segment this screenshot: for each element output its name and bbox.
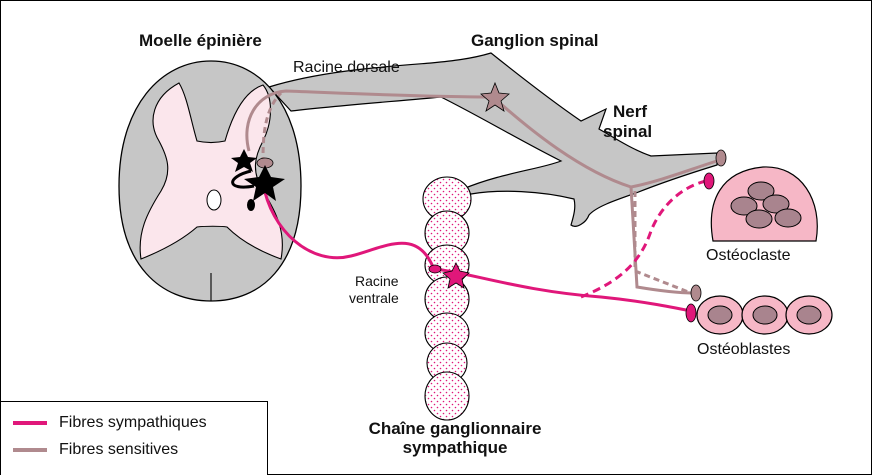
label-dorsal-root: Racine dorsale [293, 59, 400, 77]
legend-item-sensory: Fibres sensitives [13, 440, 178, 460]
label-spinal-ganglion: Ganglion spinal [471, 31, 599, 51]
legend-label-sensory: Fibres sensitives [59, 441, 178, 459]
label-spinal-cord: Moelle épinière [139, 31, 262, 51]
label-sympathetic-chain-line2: sympathique [341, 438, 569, 458]
label-nerve-line1: Nerf [613, 102, 647, 122]
osteoblast-cells [697, 296, 832, 334]
sympathetic-fibres [263, 181, 706, 311]
label-ventral-root-line2: ventrale [349, 290, 399, 306]
legend-swatch-sensory [13, 448, 47, 452]
legend-label-sympathetic: Fibres sympathiques [59, 414, 207, 432]
sympathetic-chain [423, 177, 471, 420]
legend-item-sympathetic: Fibres sympathiques [13, 413, 207, 433]
legend: Fibres sympathiques Fibres sensitives [1, 401, 268, 475]
label-osteoclast: Ostéoclaste [706, 247, 790, 265]
label-osteoblasts: Ostéoblastes [697, 341, 790, 359]
label-ventral-root-line1: Racine [355, 273, 399, 289]
label-sympathetic-chain-line1: Chaîne ganglionnaire [341, 419, 569, 439]
label-nerve-line2: spinal [603, 122, 652, 142]
legend-swatch-sympathetic [13, 421, 47, 425]
osteoclast-cell [711, 167, 817, 241]
